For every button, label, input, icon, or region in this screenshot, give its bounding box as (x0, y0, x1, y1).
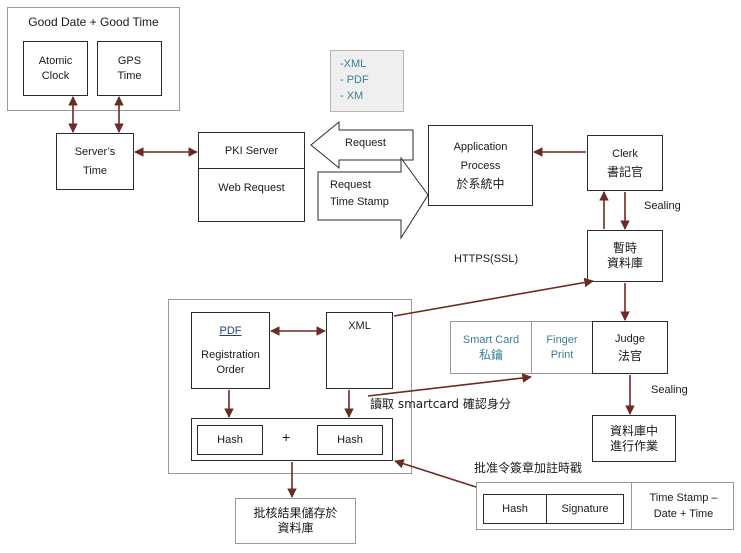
sealing-label-2: Sealing (651, 384, 688, 396)
format-xml: -XML (340, 58, 367, 70)
formats-note (330, 50, 404, 112)
gps-time-box: GPS Time (97, 41, 162, 96)
format-xm: - XM (340, 90, 364, 102)
atomic-clock-line2: Clock (41, 69, 70, 82)
gps-time-line1: GPS (117, 54, 142, 67)
gps-time-line2: Time (117, 69, 142, 82)
database-working-box: 資料庫中 進行作業 (592, 415, 676, 462)
pki-server-box (198, 132, 305, 222)
clerk-line1: Clerk (612, 147, 638, 160)
hash-right-label: Hash (337, 433, 363, 446)
pdf-registration-box: PDF Registration Order (191, 312, 270, 389)
pki-server-divider (198, 168, 305, 169)
atomic-clock-line1: Atomic (38, 54, 73, 67)
timestamp-block-arrow (317, 156, 429, 240)
read-smartcard-label: 讀取 smartcard 確認身分 (370, 397, 511, 411)
store-result-line1: 批核結果儲存於 (253, 506, 338, 520)
store-result-box: 批核結果儲存於 資料庫 (235, 498, 356, 544)
servers-time-line2: Time (82, 164, 108, 177)
temp-database-line1: 暫時 (612, 241, 637, 255)
signature-box: Signature (546, 494, 624, 524)
registration-line1: Registration (201, 348, 260, 361)
signed-hash-label: Hash (502, 502, 528, 515)
https-label: HTTPS(SSL) (454, 253, 519, 265)
database-working-line2: 進行作業 (609, 438, 658, 453)
web-request-label: Web Request (218, 182, 285, 194)
registration-line2: Order (216, 363, 245, 376)
sealing-label-1: Sealing (644, 200, 681, 212)
signed-to-hash-arrow (394, 459, 477, 488)
signed-hash-box: Hash (483, 494, 547, 524)
judge-line2: 法官 (617, 348, 642, 363)
timestamp-line2: Date + Time (653, 508, 714, 520)
format-pdf: - PDF (340, 74, 369, 86)
store-result-line2: 資料庫 (277, 521, 314, 535)
hash-left-label: Hash (217, 433, 243, 446)
finger-print-line2: Print (550, 348, 574, 361)
clerk-line2: 書記官 (606, 164, 643, 179)
hash-plus: + (282, 429, 291, 445)
application-process-box: Application Process 於系統中 (428, 125, 533, 206)
good-time-group-title: Good Date + Good Time (28, 15, 159, 29)
request-arrow-label: Request (345, 137, 386, 149)
finger-print-line1: Finger (546, 333, 578, 346)
signed-block-divider (631, 482, 632, 530)
timestamp-line1: Time Stamp – (649, 492, 718, 504)
temp-database-box: 暫時 資料庫 (587, 230, 663, 282)
judge-box: Judge 法官 (592, 321, 668, 374)
application-process-line3: 於系統中 (456, 176, 505, 191)
temp-database-line2: 資料庫 (606, 256, 643, 270)
application-process-line2: Process (460, 159, 501, 172)
servers-time-line1: Server’s (74, 145, 116, 158)
xml-box (326, 312, 393, 389)
xml-title: XML (348, 320, 371, 332)
pki-server-label: PKI Server (224, 145, 279, 157)
atomic-clock-box: Atomic Clock (23, 41, 88, 96)
smart-card-line1: Smart Card (462, 333, 520, 346)
smart-card-line2: 私鑰 (478, 347, 503, 362)
read-to-fingerprint-arrow (367, 373, 532, 397)
pdf-title: PDF (219, 324, 242, 337)
hash-left-box: Hash (197, 425, 263, 455)
judge-line1: Judge (615, 332, 645, 345)
application-process-line1: Application (453, 140, 508, 153)
approve-sign-label: 批准令簽章加註時戳 (474, 461, 583, 475)
smart-card-box: Smart Card 私鑰 (450, 321, 532, 374)
database-working-line1: 資料庫中 (609, 423, 658, 438)
finger-print-box: Finger Print (531, 321, 593, 374)
timestamp-arrow-line2: Time Stamp (330, 196, 389, 208)
signature-label: Signature (561, 502, 609, 515)
clerk-box: Clerk 書記官 (587, 135, 663, 191)
timestamp-arrow-line1: Request (330, 179, 371, 191)
xml-to-temp-arrow (393, 277, 594, 317)
hash-right-box: Hash (317, 425, 383, 455)
servers-time-box: Server’s Time (56, 133, 134, 190)
